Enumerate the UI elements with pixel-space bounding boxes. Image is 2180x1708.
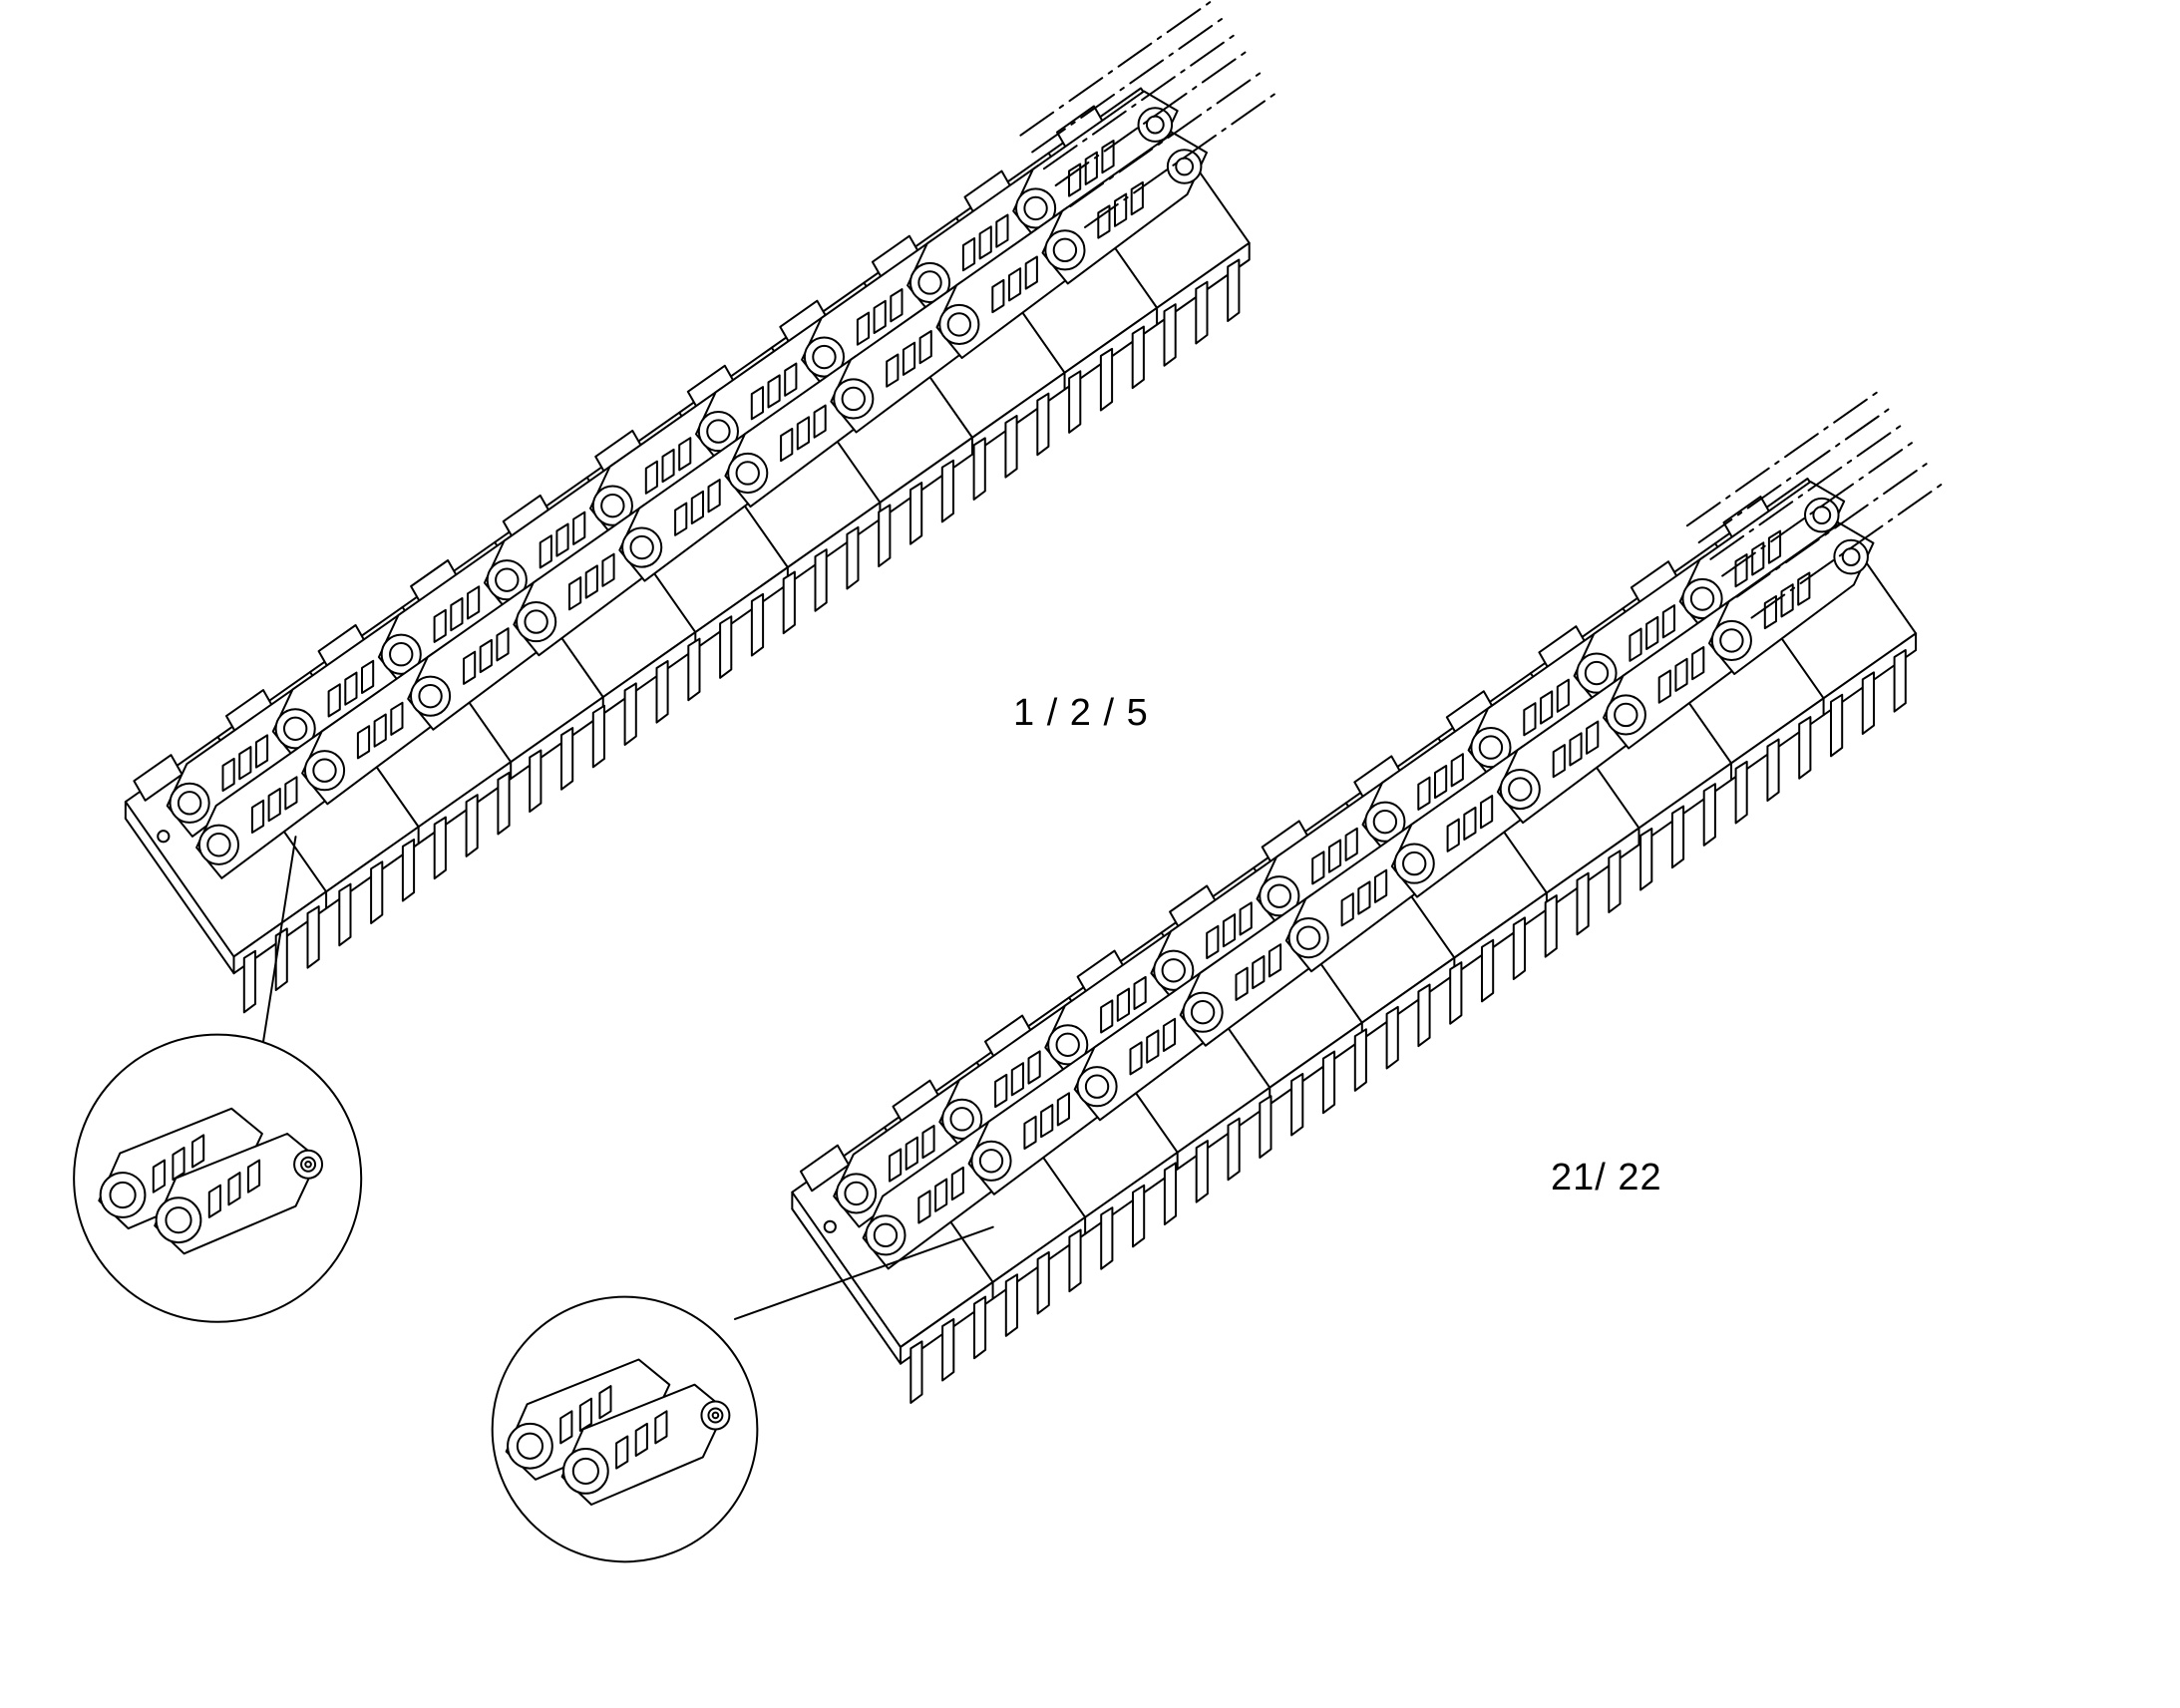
dash-dot-continuation-line: [1685, 388, 1947, 619]
track-chain-assembly: [73, 0, 1280, 1323]
callout-lower-assembly: 21/ 22: [1551, 1157, 1662, 1198]
link-detail-magnifier: [491, 1295, 759, 1563]
leader-line: [734, 1225, 994, 1320]
callout-upper-assembly: 1 / 2 / 5: [1013, 692, 1149, 734]
link-detail-magnifier: [73, 1033, 363, 1323]
dash-dot-continuation-line: [1019, 0, 1280, 228]
leader-line: [260, 836, 297, 1050]
track-chain-assembly: [491, 388, 1947, 1563]
